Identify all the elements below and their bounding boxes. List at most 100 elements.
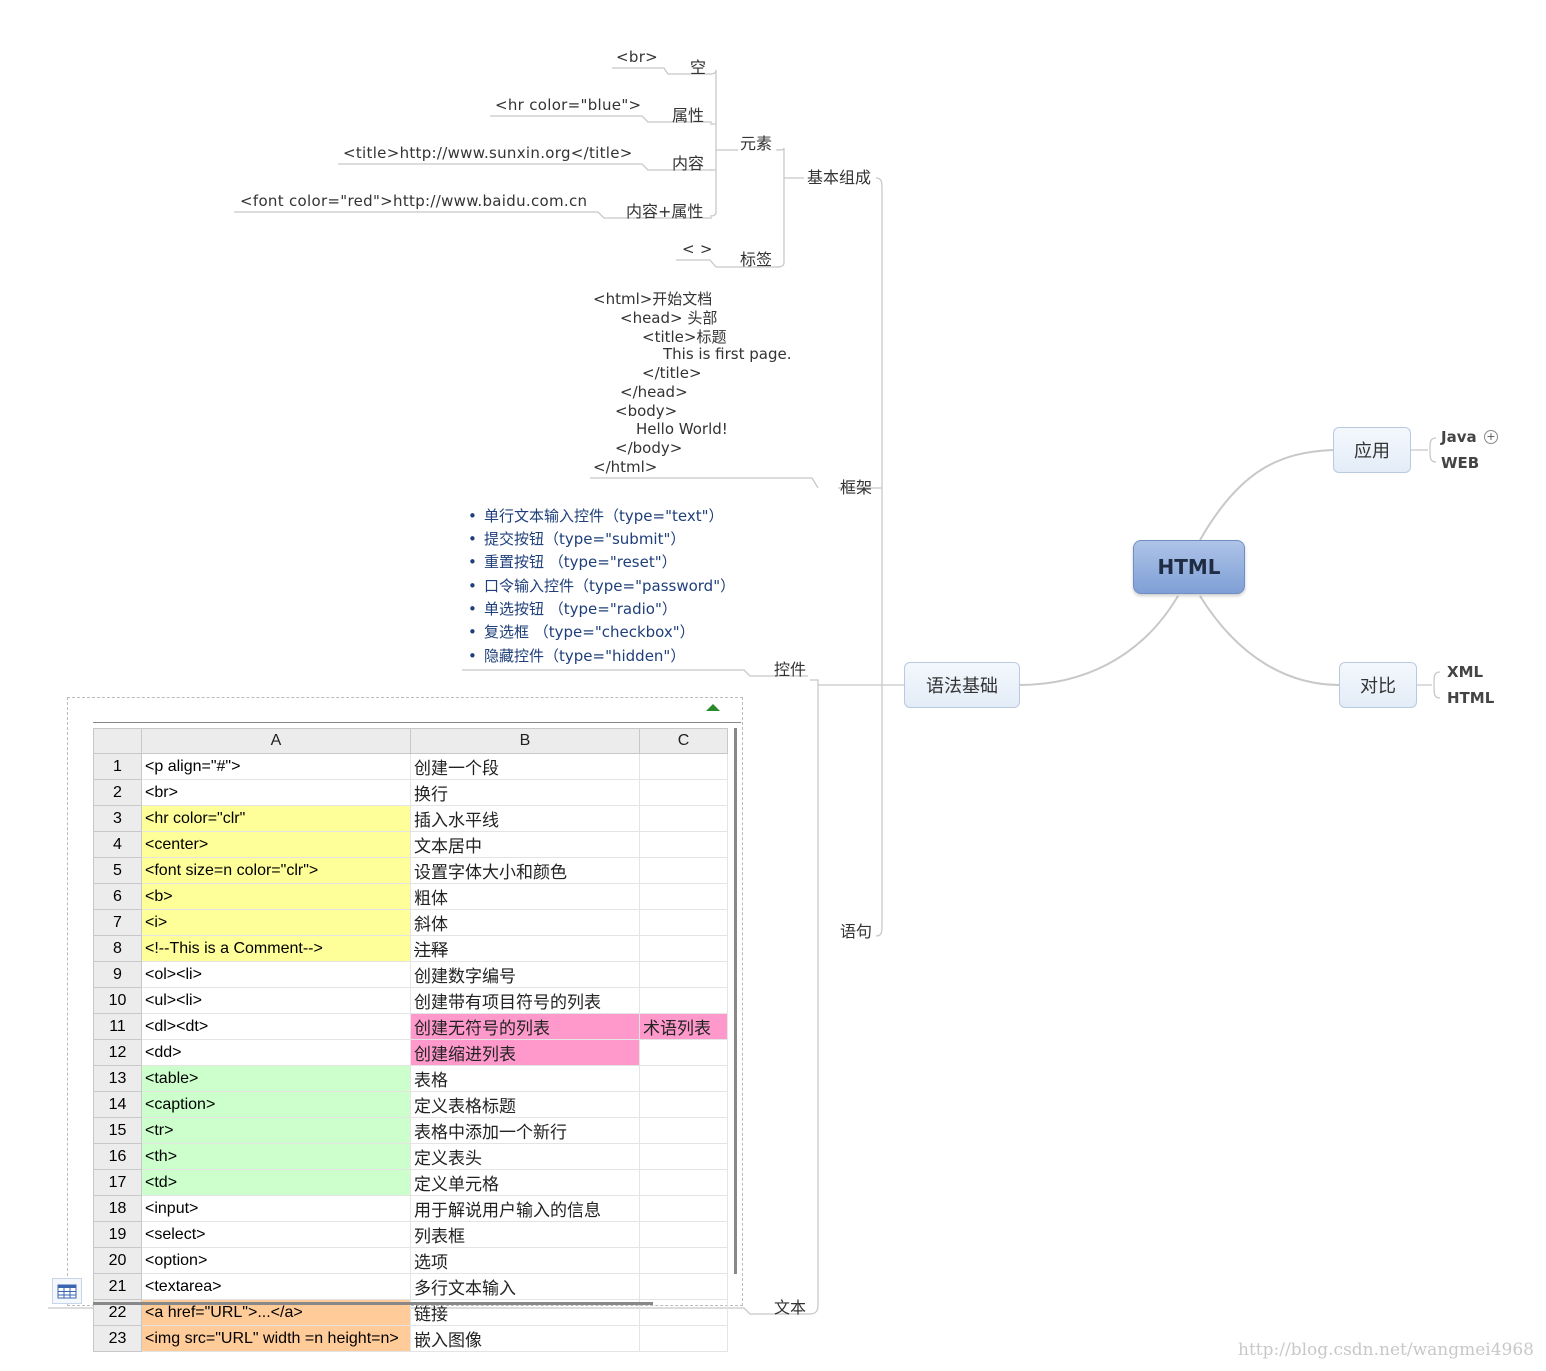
row-number[interactable]: 9	[93, 961, 142, 988]
cell-c[interactable]	[639, 779, 728, 806]
leaf-html[interactable]: HTML	[1447, 689, 1495, 707]
cell-b[interactable]: 定义表头	[410, 1143, 640, 1170]
row-number[interactable]: 21	[93, 1273, 142, 1300]
cell-b[interactable]: 注释	[410, 935, 640, 962]
cell-a[interactable]: <b>	[141, 883, 411, 910]
cell-a[interactable]: <!--This is a Comment-->	[141, 935, 411, 962]
cell-c[interactable]	[639, 909, 728, 936]
row-number[interactable]: 7	[93, 909, 142, 936]
cell-b[interactable]: 创建带有项目符号的列表	[410, 987, 640, 1014]
cell-a[interactable]: <img src="URL" width =n height=n>	[141, 1325, 411, 1352]
corner-cell[interactable]	[93, 728, 142, 754]
spreadsheet-icon[interactable]	[52, 1278, 82, 1304]
cell-c[interactable]	[639, 987, 728, 1014]
horizontal-scrollbar[interactable]	[93, 1302, 653, 1305]
row-number[interactable]: 13	[93, 1065, 142, 1092]
empty-label[interactable]: 空	[690, 58, 707, 77]
cell-c[interactable]	[639, 831, 728, 858]
column-header-a[interactable]: A	[141, 728, 411, 754]
column-header-c[interactable]: C	[639, 728, 728, 754]
plus-circle-icon[interactable]: +	[1484, 430, 1498, 444]
cell-c[interactable]	[639, 961, 728, 988]
cell-a[interactable]: <input>	[141, 1195, 411, 1222]
cell-a[interactable]: <caption>	[141, 1091, 411, 1118]
collapse-arrow-icon[interactable]	[706, 704, 720, 711]
cell-a[interactable]: <dd>	[141, 1039, 411, 1066]
cell-a[interactable]: <dl><dt>	[141, 1013, 411, 1040]
cell-b[interactable]: 创建数字编号	[410, 961, 640, 988]
cell-a[interactable]: <th>	[141, 1143, 411, 1170]
spreadsheet-table[interactable]: A B C 1<p align="#">创建一个段 2<br>换行 3<hr col…	[93, 728, 728, 1352]
tag-label[interactable]: 标签	[740, 250, 773, 269]
row-number[interactable]: 19	[93, 1221, 142, 1248]
text-label[interactable]: 文本	[774, 1298, 807, 1317]
cell-c[interactable]	[639, 1247, 728, 1274]
root-node[interactable]: HTML	[1133, 540, 1245, 594]
row-number[interactable]: 6	[93, 883, 142, 910]
cell-a[interactable]: <p align="#">	[141, 753, 411, 780]
cell-c[interactable]	[639, 1117, 728, 1144]
row-number[interactable]: 14	[93, 1091, 142, 1118]
row-number[interactable]: 8	[93, 935, 142, 962]
cell-b[interactable]: 定义表格标题	[410, 1091, 640, 1118]
cell-a[interactable]: <tr>	[141, 1117, 411, 1144]
cell-b[interactable]: 插入水平线	[410, 805, 640, 832]
cell-b[interactable]: 粗体	[410, 883, 640, 910]
cell-b[interactable]: 列表框	[410, 1221, 640, 1248]
content-label[interactable]: 内容	[672, 154, 705, 173]
both-label[interactable]: 内容+属性	[626, 202, 704, 221]
row-number[interactable]: 16	[93, 1143, 142, 1170]
syntax-node[interactable]: 语法基础	[904, 662, 1020, 708]
leaf-xml[interactable]: XML	[1447, 663, 1484, 681]
cell-b[interactable]: 选项	[410, 1247, 640, 1274]
cell-c[interactable]: 术语列表	[639, 1013, 728, 1040]
cell-b[interactable]: 创建无符号的列表	[410, 1013, 640, 1040]
cell-b[interactable]: 换行	[410, 779, 640, 806]
attr-label[interactable]: 属性	[672, 106, 705, 125]
cell-b[interactable]: 表格	[410, 1065, 640, 1092]
row-number[interactable]: 17	[93, 1169, 142, 1196]
app-node[interactable]: 应用	[1333, 427, 1411, 473]
row-number[interactable]: 1	[93, 753, 142, 780]
row-number[interactable]: 15	[93, 1117, 142, 1144]
leaf-web[interactable]: WEB	[1441, 454, 1480, 472]
basic-label[interactable]: 基本组成	[807, 168, 872, 187]
cell-b[interactable]: 斜体	[410, 909, 640, 936]
cell-c[interactable]	[639, 1039, 728, 1066]
leaf-java[interactable]: Java	[1441, 428, 1477, 446]
cell-a[interactable]: <br>	[141, 779, 411, 806]
cell-c[interactable]	[639, 1273, 728, 1300]
cell-c[interactable]	[639, 1325, 728, 1352]
row-number[interactable]: 4	[93, 831, 142, 858]
controls-label[interactable]: 控件	[774, 660, 807, 679]
vertical-scrollbar[interactable]	[734, 728, 737, 1274]
cell-c[interactable]	[639, 1143, 728, 1170]
compare-node[interactable]: 对比	[1339, 662, 1417, 708]
cell-c[interactable]	[639, 753, 728, 780]
cell-a[interactable]: <hr color="clr"	[141, 805, 411, 832]
column-header-b[interactable]: B	[410, 728, 640, 754]
cell-c[interactable]	[639, 1195, 728, 1222]
cell-a[interactable]: <i>	[141, 909, 411, 936]
cell-a[interactable]: <textarea>	[141, 1273, 411, 1300]
cell-c[interactable]	[639, 1221, 728, 1248]
cell-a[interactable]: <ol><li>	[141, 961, 411, 988]
statement-label[interactable]: 语句	[840, 922, 873, 941]
cell-a[interactable]: <option>	[141, 1247, 411, 1274]
row-number[interactable]: 2	[93, 779, 142, 806]
row-number[interactable]: 3	[93, 805, 142, 832]
frame-label[interactable]: 框架	[840, 478, 873, 497]
cell-b[interactable]: 创建一个段	[410, 753, 640, 780]
cell-a[interactable]: <ul><li>	[141, 987, 411, 1014]
cell-c[interactable]	[639, 805, 728, 832]
cell-b[interactable]: 文本居中	[410, 831, 640, 858]
cell-b[interactable]: 表格中添加一个新行	[410, 1117, 640, 1144]
cell-b[interactable]: 设置字体大小和颜色	[410, 857, 640, 884]
cell-b[interactable]: 多行文本输入	[410, 1273, 640, 1300]
row-number[interactable]: 23	[93, 1325, 142, 1352]
cell-b[interactable]: 创建缩进列表	[410, 1039, 640, 1066]
row-number[interactable]: 10	[93, 987, 142, 1014]
row-number[interactable]: 5	[93, 857, 142, 884]
cell-c[interactable]	[639, 1169, 728, 1196]
cell-c[interactable]	[639, 1091, 728, 1118]
